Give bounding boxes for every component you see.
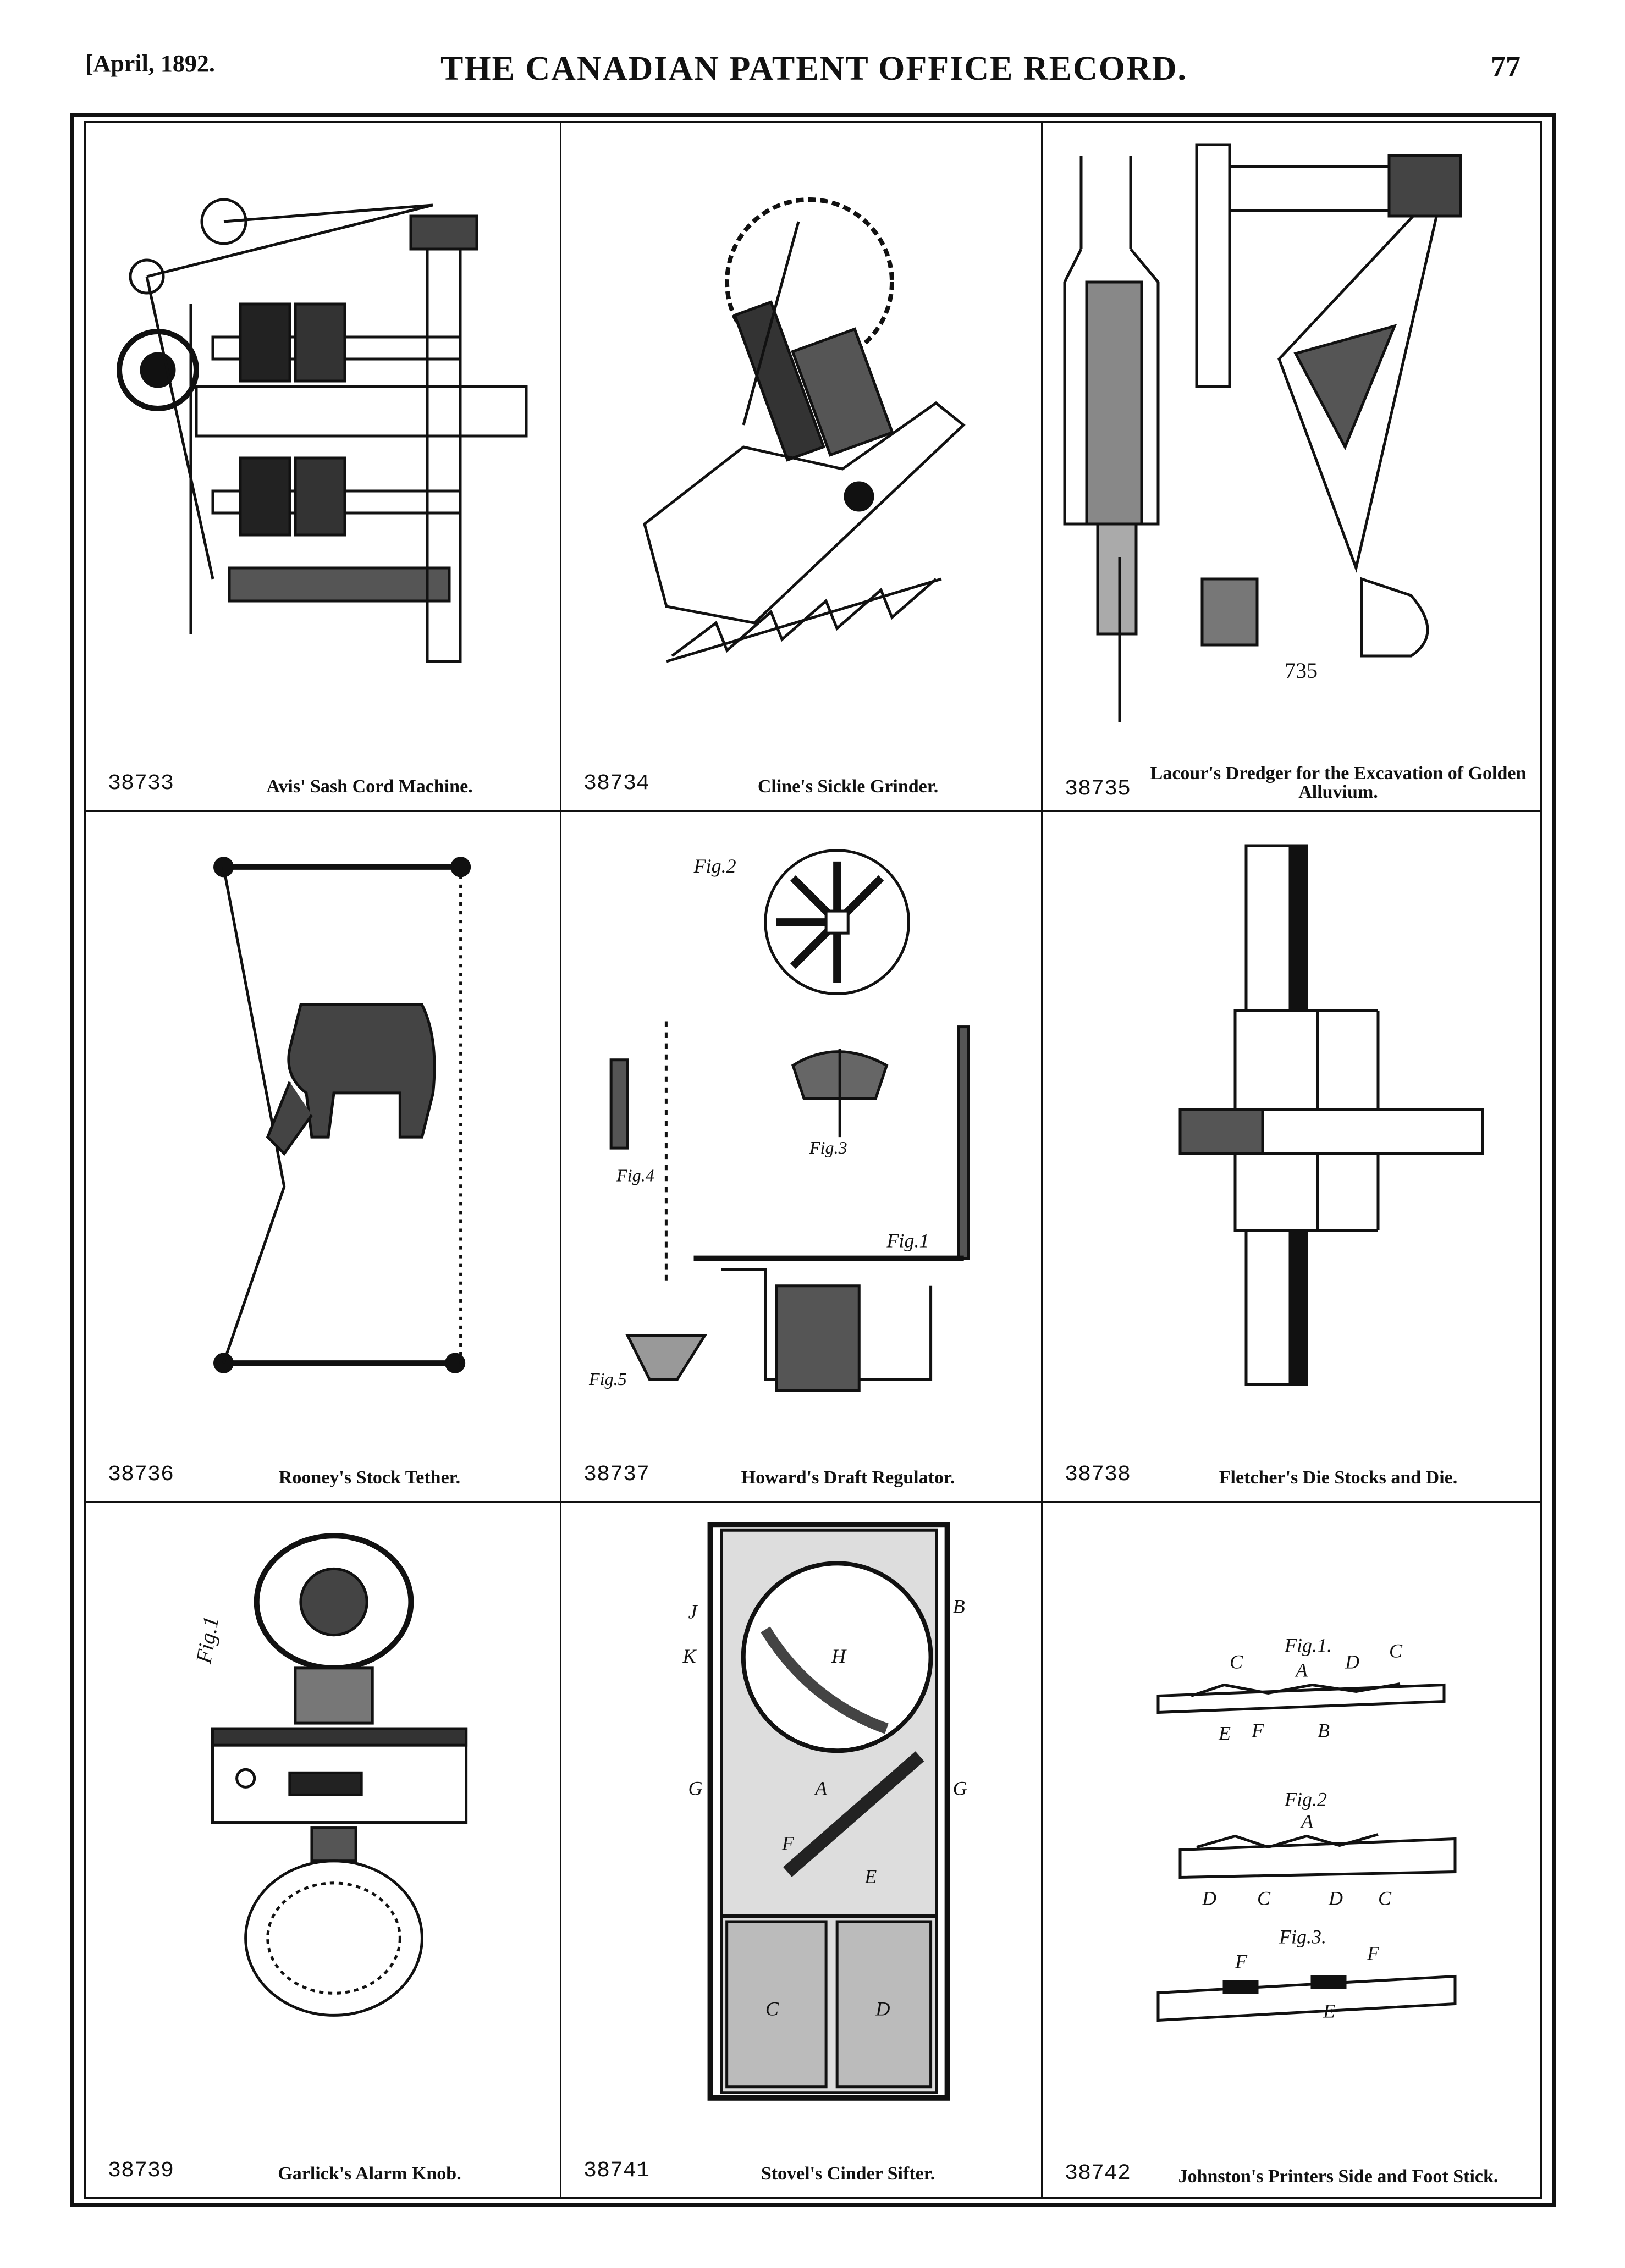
knob-drawing-icon: Fig.1 xyxy=(102,1519,543,2109)
drawing-label: E xyxy=(1218,1723,1231,1745)
drawing-label: Fig.4 xyxy=(616,1165,654,1185)
drawing-label: G xyxy=(953,1777,967,1799)
drawing-label: D xyxy=(1328,1888,1343,1910)
patent-title: Avis' Sash Cord Machine. xyxy=(266,776,473,797)
drawing-label: J xyxy=(688,1601,698,1623)
drawing-label: E xyxy=(1323,2000,1335,2022)
drawing-label: F xyxy=(1367,1943,1380,1965)
patent-number: 38734 xyxy=(583,771,650,796)
die-stock-drawing-icon xyxy=(1059,828,1524,1413)
drawing-label: C xyxy=(1389,1640,1403,1662)
patent-cell: 735 38735 Lacour's Dredger for the Excav… xyxy=(1043,123,1540,810)
patent-cell: Fig.1 38739 Garlick's Alarm Knob. xyxy=(86,1503,560,2197)
drawing-label: Fig.1 xyxy=(191,1614,223,1665)
patent-cell: 38733 Avis' Sash Cord Machine. xyxy=(86,123,560,810)
drawing-label: Fig.5 xyxy=(588,1369,627,1389)
stick-drawing-icon: Fig.1. Fig.2 Fig.3. A C D C E F B A D C … xyxy=(1059,1519,1524,2109)
drawing-label: Fig.1 xyxy=(886,1230,929,1252)
tether-drawing-icon xyxy=(102,828,543,1413)
patent-number: 38735 xyxy=(1065,777,1131,802)
grinder-drawing-icon xyxy=(578,139,1024,722)
drawing-label: 735 xyxy=(1285,658,1318,683)
drawing-label: F xyxy=(1251,1720,1264,1742)
patent-number: 38741 xyxy=(583,2159,650,2183)
patent-title: Garlick's Alarm Knob. xyxy=(278,2164,461,2184)
drawing-label: F xyxy=(781,1833,795,1855)
patent-number: 38737 xyxy=(583,1463,650,1487)
patent-number: 38736 xyxy=(108,1463,174,1487)
drawing-label: D xyxy=(1202,1888,1216,1910)
grid-divider xyxy=(86,1501,1540,1503)
drawing-label: A xyxy=(1295,1659,1308,1681)
patent-title: Cline's Sickle Grinder. xyxy=(757,776,939,797)
regulator-drawing-icon: Fig.2 Fig.3 Fig.4 Fig.1 Fig.5 xyxy=(578,828,1024,1413)
patent-cell: 38738 Fletcher's Die Stocks and Die. xyxy=(1043,812,1540,1501)
patent-cell: 38734 Cline's Sickle Grinder. xyxy=(561,123,1041,810)
grid-divider xyxy=(1041,123,1043,2197)
patent-cell: Fig.2 Fig.3 Fig.4 Fig.1 Fig.5 38737 Howa… xyxy=(561,812,1041,1501)
header-title: THE CANADIAN PATENT OFFICE RECORD. xyxy=(440,50,1188,87)
drawing-label: C xyxy=(1230,1651,1243,1673)
grid-divider xyxy=(560,123,561,2197)
patent-number: 38742 xyxy=(1065,2161,1131,2186)
patent-number: 38739 xyxy=(108,2159,174,2183)
drawing-label: G xyxy=(688,1777,702,1799)
patent-cell: Fig.1. Fig.2 Fig.3. A C D C E F B A D C … xyxy=(1043,1503,1540,2197)
patent-cell: J B K H G A G F E C D 38741 Stovel's Cin… xyxy=(561,1503,1041,2197)
drawing-label: Fig.2 xyxy=(693,855,736,877)
patent-title: Howard's Draft Regulator. xyxy=(741,1467,955,1488)
dredger-drawing-icon: 735 xyxy=(1059,139,1524,722)
drawing-label: C xyxy=(765,1997,779,2019)
patent-title: Johnston's Printers Side and Foot Stick. xyxy=(1178,2166,1499,2187)
page-frame-inner xyxy=(84,121,1542,2199)
drawing-label: C xyxy=(1378,1888,1392,1910)
drawing-label: F xyxy=(1235,1951,1248,1973)
patent-title: Rooney's Stock Tether. xyxy=(278,1467,461,1488)
drawing-label: Fig.3 xyxy=(809,1138,847,1157)
grid-divider xyxy=(86,810,1540,812)
drawing-label: C xyxy=(1257,1888,1271,1910)
drawing-label: D xyxy=(1345,1651,1359,1673)
drawing-label: H xyxy=(831,1645,847,1667)
page-number: 77 xyxy=(1491,50,1521,83)
patent-number: 38738 xyxy=(1065,1463,1131,1487)
drawing-label: E xyxy=(864,1866,877,1888)
drawing-label: D xyxy=(875,1997,890,2019)
patent-number: 38733 xyxy=(108,771,174,796)
drawing-label: B xyxy=(953,1596,965,1618)
drawing-label: A xyxy=(1300,1811,1314,1833)
drawing-label: Fig.2 xyxy=(1284,1789,1327,1811)
patent-cell: 38736 Rooney's Stock Tether. xyxy=(86,812,560,1501)
header-date: [April, 1892. xyxy=(85,50,215,77)
page-frame-outer xyxy=(70,113,1556,2207)
patent-title: Lacour's Dredger for the Excavation of G… xyxy=(1150,763,1527,802)
patent-title: Fletcher's Die Stocks and Die. xyxy=(1219,1467,1458,1488)
drawing-label: Fig.1. xyxy=(1284,1635,1332,1657)
drawing-label: B xyxy=(1318,1720,1330,1742)
patent-title: Stovel's Cinder Sifter. xyxy=(761,2164,935,2184)
drawing-label: Fig.3. xyxy=(1279,1926,1326,1948)
drawing-label: A xyxy=(814,1777,828,1799)
machine-drawing-icon xyxy=(102,139,543,722)
sifter-drawing-icon: J B K H G A G F E C D xyxy=(578,1519,1024,2109)
drawing-label: K xyxy=(682,1645,697,1667)
